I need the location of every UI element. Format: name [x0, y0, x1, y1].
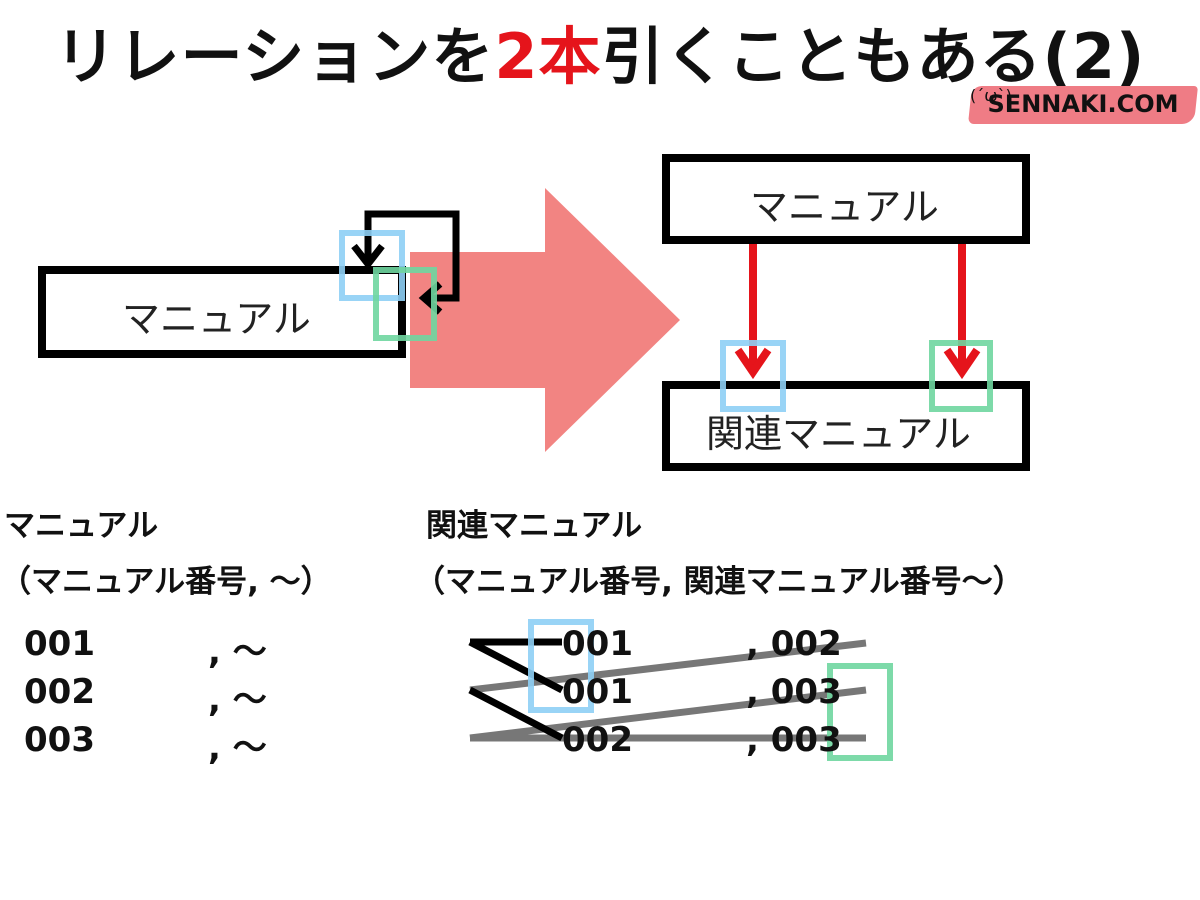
big-transition-arrow	[410, 188, 680, 452]
logo-face: (´ω`)	[970, 86, 1012, 105]
right-table-columns: （マニュアル番号, 関連マニュアル番号～）	[414, 564, 1024, 600]
left-table-columns: （マニュアル番号, ～）	[0, 564, 332, 600]
right-blue-highlight	[720, 340, 786, 412]
relation-arrow-1-head	[734, 347, 772, 380]
right-top-manual-box	[662, 154, 1030, 244]
right-table-name: 関連マニュアル	[426, 508, 643, 544]
logo-text: SENNAKI.COM	[987, 90, 1179, 118]
page-title: リレーションを2本引くこともある(2)	[0, 6, 1200, 96]
left-row-2-rest: , ～	[208, 680, 267, 720]
black-link-3	[468, 686, 564, 742]
left-row-1-rest: , ～	[208, 632, 267, 672]
left-green-highlight	[373, 267, 437, 341]
left-table-name: マニュアル	[4, 508, 159, 544]
gray-link-2	[469, 686, 867, 742]
right-row-3-rel: , 003	[746, 720, 842, 760]
self-arrow-head-down	[351, 243, 385, 270]
left-row-3-id: 003	[24, 720, 95, 760]
left-row-3-rest: , ～	[208, 728, 267, 768]
title-before: リレーションを	[54, 20, 495, 93]
right-green-highlight	[929, 340, 993, 412]
right-top-box-label: マニュアル	[750, 185, 939, 229]
right-row-1-rel: , 002	[746, 624, 842, 664]
right-row-1-id: 001	[562, 624, 633, 664]
title-after: 引くこともある(2)	[601, 20, 1146, 93]
left-row-2-id: 002	[24, 672, 95, 712]
right-row-2-id: 001	[562, 672, 633, 712]
left-row-1-id: 001	[24, 624, 95, 664]
gray-link-1	[469, 639, 867, 694]
left-box-label: マニュアル	[122, 297, 311, 341]
right-bottom-box-label: 関連マニュアル	[706, 412, 971, 456]
relation-arrow-2-head	[943, 347, 981, 380]
black-link-2	[468, 638, 564, 694]
title-highlight: 2本	[494, 20, 602, 93]
table-blue-highlight	[528, 619, 594, 713]
table-green-highlight	[827, 663, 893, 761]
right-row-3-id: 002	[562, 720, 633, 760]
left-blue-highlight	[339, 230, 405, 301]
site-logo: SENNAKI.COM	[968, 86, 1198, 124]
right-row-2-rel: , 003	[746, 672, 842, 712]
